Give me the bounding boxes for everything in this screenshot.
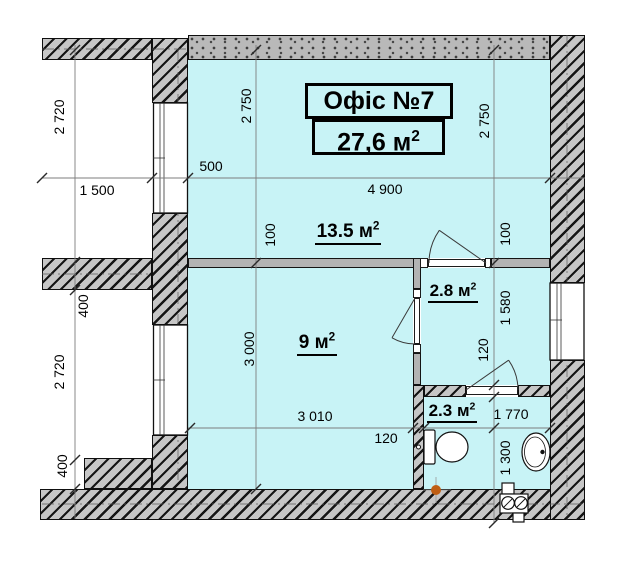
wall-bath-top-left (424, 385, 466, 397)
door-hall-bath-leaf (466, 386, 518, 395)
room-hall-label: 2.8 м2 (393, 280, 513, 303)
wall-left-mid-block (152, 213, 188, 325)
wall-top-concrete (188, 35, 550, 60)
door-second-hall-leaf (414, 298, 420, 344)
dim-4900: 4 900 (367, 181, 403, 197)
door-frame-2a (413, 289, 421, 298)
room-main-label: 13.5 м2 (288, 220, 408, 246)
dim-3010: 3 010 (297, 408, 333, 424)
dim-3000: 3 000 (241, 331, 257, 367)
wall-right-lower (550, 360, 585, 520)
wall-left-mid-strip (42, 258, 152, 290)
room-main-area (188, 60, 550, 258)
door-frame-2b (413, 344, 421, 353)
wall-bath-top-right (518, 385, 550, 397)
window-left-bottom (152, 324, 189, 436)
door-frame-1a (420, 258, 428, 268)
wall-bottom (40, 489, 585, 520)
partition-second-hall-upper (413, 258, 421, 289)
partition-main-second (188, 258, 420, 268)
dim-2750-left: 2 750 (238, 88, 254, 124)
plan-title: Офіс №7 (323, 87, 435, 115)
dim-400-top: 400 (75, 294, 91, 318)
dim-2750-right: 2 750 (476, 103, 492, 139)
door-main-hall-leaf (428, 259, 485, 267)
partition-second-hall-lower (413, 353, 421, 385)
dim-1300: 1 300 (497, 440, 513, 476)
window-right (549, 282, 585, 361)
dim-2720-top: 2 720 (51, 99, 67, 135)
dim-1580: 1 580 (497, 290, 513, 326)
dim-100-right: 100 (497, 222, 513, 246)
title-box: Офіс №7 (305, 83, 453, 119)
door-frame-1b (485, 258, 491, 268)
dim-2720-bottom: 2 720 (51, 354, 67, 390)
dim-500: 500 (199, 158, 223, 174)
plan-total-area: 27,6 м (337, 128, 412, 157)
room-bath-label: 2.3 м2 (392, 400, 512, 423)
plan-total-area-sup: 2 (411, 128, 420, 145)
room-second-label: 9 м2 (257, 331, 377, 357)
wall-step-block (84, 458, 152, 489)
dim-1770: 1 770 (493, 406, 529, 422)
dim-1500: 1 500 (79, 182, 115, 198)
dim-120-bottom: 120 (374, 430, 398, 446)
title-area-box: 27,6 м2 (312, 119, 445, 157)
dim-400-bottom: 400 (54, 454, 70, 478)
room-second-area (188, 268, 413, 489)
wall-right-upper (550, 35, 585, 283)
dim-100-left: 100 (262, 223, 278, 247)
wall-corner-top-left (152, 38, 188, 103)
wall-left-lower-block (152, 435, 188, 489)
dim-120-right: 120 (475, 338, 491, 362)
window-left-top (152, 102, 189, 214)
wall-top-left (42, 38, 152, 60)
